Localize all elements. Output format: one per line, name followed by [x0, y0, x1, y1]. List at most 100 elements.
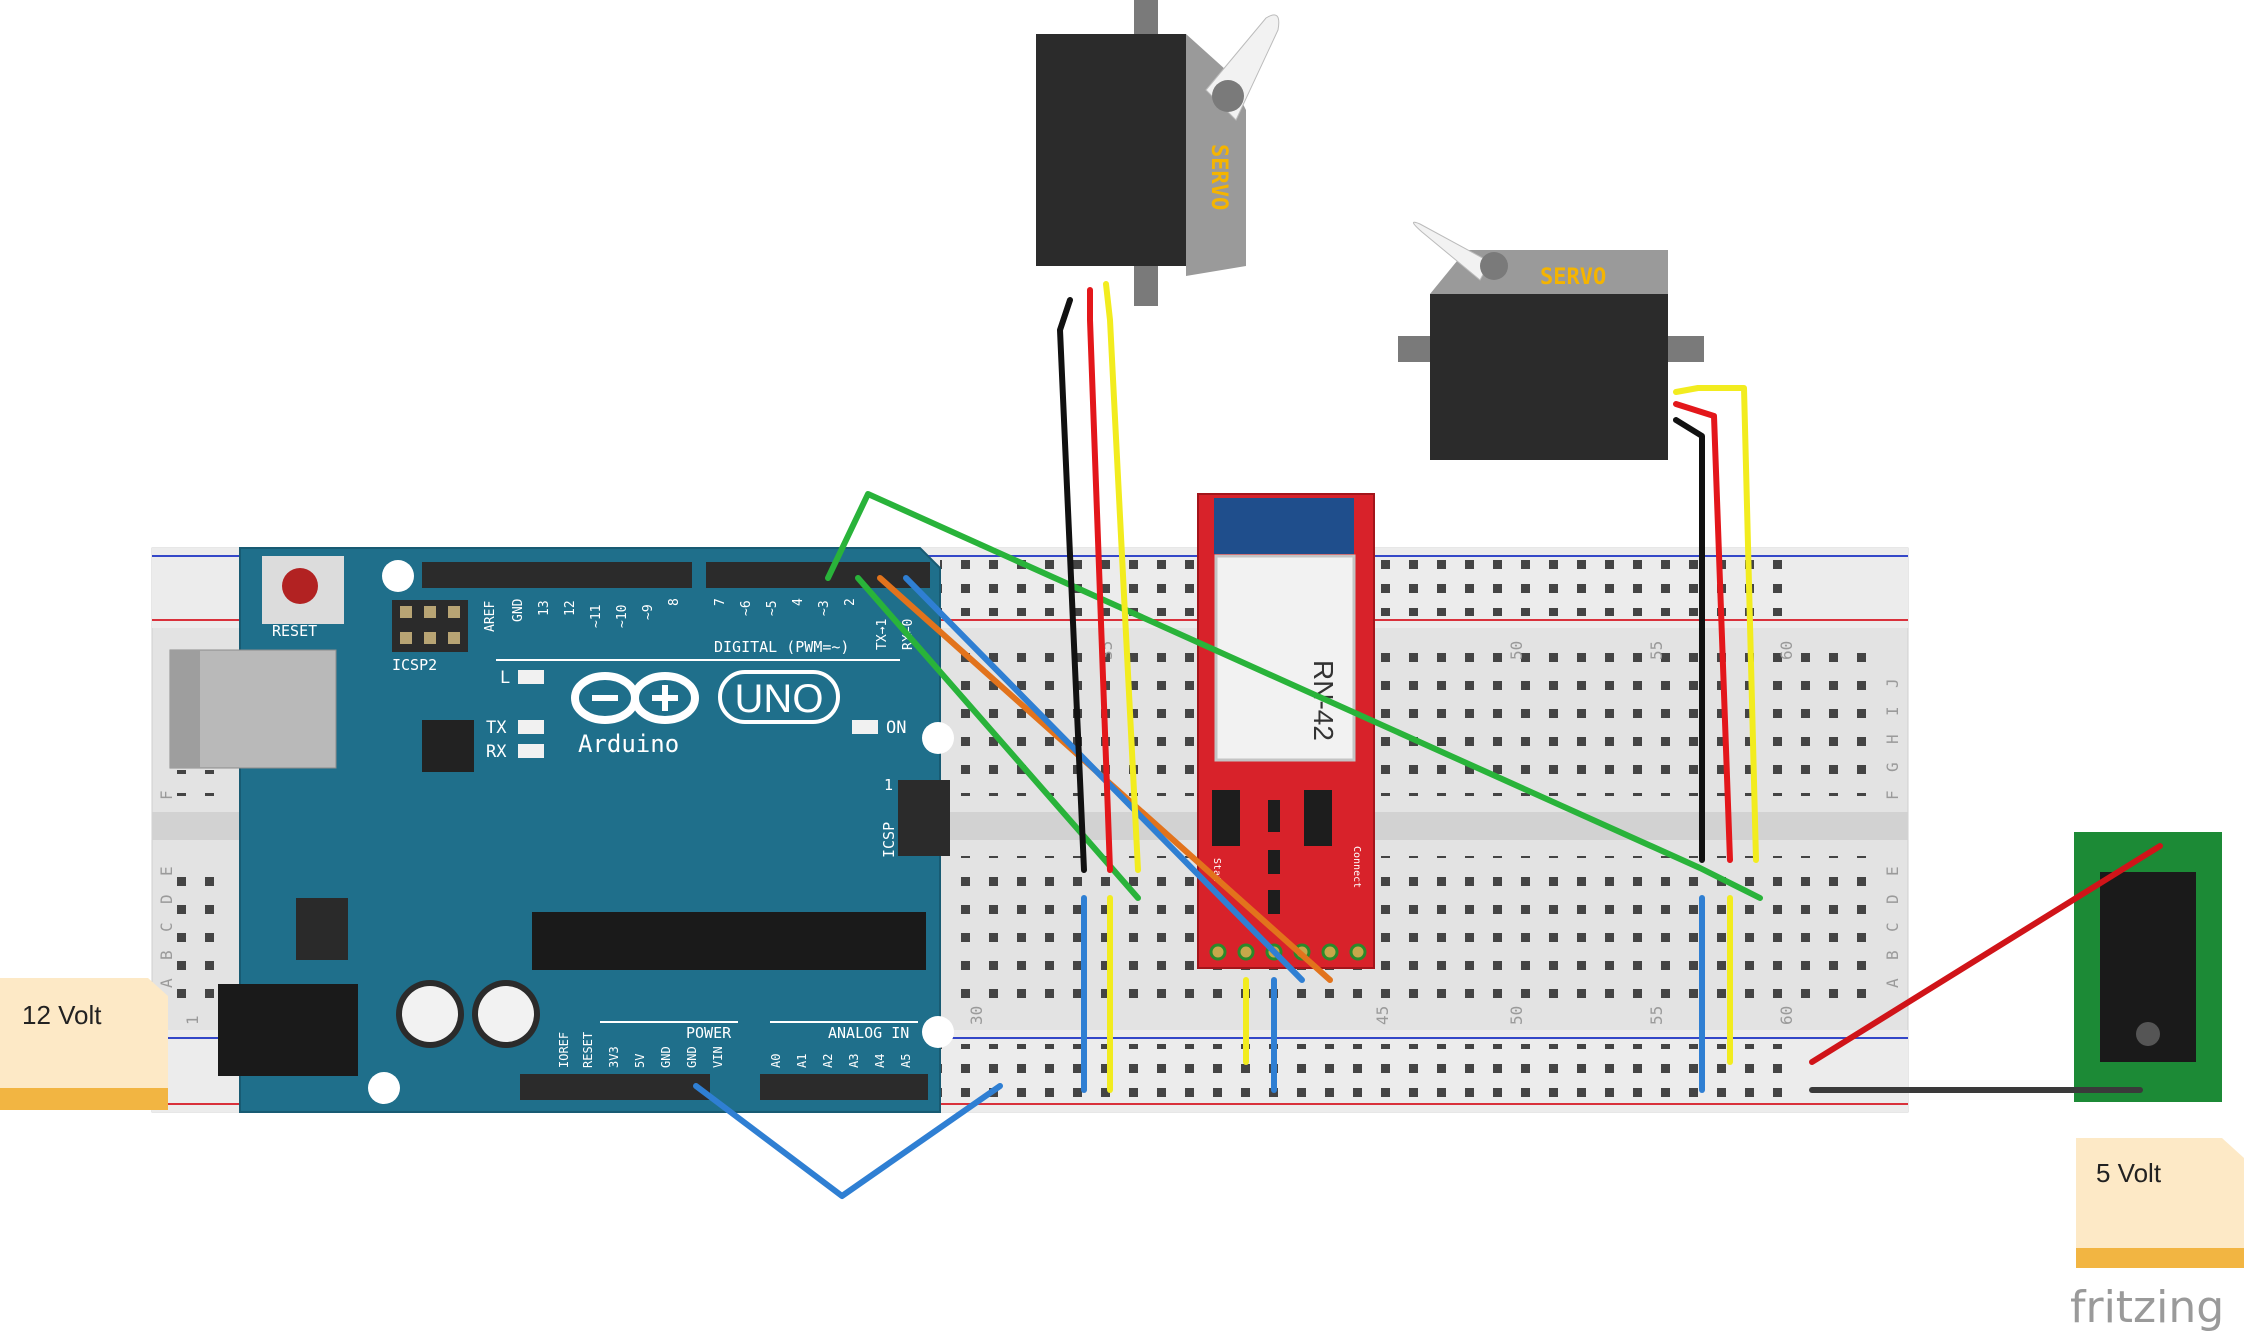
pin-label: 8 [667, 598, 682, 606]
row-letter: J [1883, 678, 1902, 688]
led-l [518, 670, 544, 684]
row-letter: E [157, 866, 176, 876]
row-letter: G [1883, 762, 1902, 772]
row-letter: F [1883, 790, 1902, 800]
servo-right-horn[interactable] [1413, 221, 1491, 281]
arduino-uno: RESET ICSP2 AREF GND 13 12 ~11 ~10 ~9 8 [169, 547, 954, 1113]
pin-label: A0 [769, 1054, 783, 1068]
led-l-label: L [500, 668, 510, 688]
pin-label: 13 [537, 600, 552, 616]
servo-top: SERVO [1036, 0, 1280, 306]
rn42-component [1268, 890, 1280, 914]
pin-label: 2 [843, 598, 858, 606]
pin-label: A3 [847, 1054, 861, 1068]
pin-label: TX→1 [875, 619, 890, 650]
icsp2-header [392, 600, 468, 652]
servo-right: SERVO [1398, 221, 1704, 460]
row-letter: H [1883, 734, 1902, 744]
header-power [520, 1074, 710, 1100]
rn42-component [1268, 850, 1280, 874]
bottom-terminal-holes [960, 856, 1880, 1002]
pin-label: IOREF [557, 1032, 571, 1068]
atmega-chip [532, 912, 926, 970]
row-letter: E [1883, 866, 1902, 876]
rn42-stat-label: Stat [1211, 858, 1222, 882]
pin-label: ~11 [589, 605, 604, 628]
left-side-holes-top [165, 770, 225, 796]
note-12v-paper [0, 978, 168, 1110]
fritzing-watermark: fritzing [2070, 1282, 2224, 1333]
row-letter: B [1883, 950, 1902, 960]
rn42-connect-label: Connect [1351, 846, 1362, 888]
rn42-component [1304, 790, 1332, 846]
header-digital-right [706, 562, 930, 588]
reset-button[interactable] [282, 568, 318, 604]
servo-top-label: SERVO [1206, 144, 1231, 210]
dc-jack [2074, 832, 2222, 1102]
voltage-regulator [296, 898, 348, 960]
left-side-holes-bottom [165, 858, 225, 1004]
uno-label: UNO [735, 677, 824, 721]
led-on [852, 720, 878, 734]
note-12v: 12 Volt [0, 978, 168, 1110]
servo-top-body [1036, 34, 1186, 266]
col-number: 55 [1647, 641, 1666, 660]
pin-label: ~9 [641, 604, 656, 620]
col-number: 30 [967, 1006, 986, 1025]
mounting-hole [922, 722, 954, 754]
pin-label: A5 [899, 1054, 913, 1068]
col-number: 50 [1507, 641, 1526, 660]
note-12v-text: 12 Volt [22, 1000, 102, 1030]
wire-green [825, 491, 1763, 901]
pin-label: GND [659, 1046, 673, 1068]
note-5v-text: 5 Volt [2096, 1158, 2162, 1188]
led-rx [518, 744, 544, 758]
pin-label: 3V3 [607, 1046, 621, 1068]
brand-label: Arduino [578, 730, 679, 758]
pin-label: 4 [791, 598, 806, 606]
pin-label: A2 [821, 1054, 835, 1068]
pin-label: A1 [795, 1054, 809, 1068]
chip-small [422, 720, 474, 772]
pin-label: ~10 [615, 605, 630, 628]
pin-label: AREF [483, 601, 498, 632]
bottom-rail-holes [940, 1044, 1800, 1098]
header-analog [760, 1074, 928, 1100]
note-5v: 5 Volt [2076, 1138, 2244, 1268]
reset-label: RESET [272, 622, 317, 640]
pin-label: ~6 [739, 600, 754, 616]
servo-right-body [1430, 294, 1668, 460]
row-letter: B [157, 950, 176, 960]
pin-label: GND [685, 1046, 699, 1068]
dc-jack-hole [2136, 1022, 2160, 1046]
wire-red [1809, 843, 2163, 1065]
rn42-antenna [1214, 498, 1354, 554]
wire-yellow [1103, 281, 1141, 873]
row-letter: F [157, 790, 176, 800]
row-letter: C [157, 922, 176, 932]
wires [693, 281, 2163, 1199]
pin-label: ~3 [817, 600, 832, 616]
wire-green [855, 575, 1141, 901]
pin-label: VIN [711, 1046, 725, 1068]
servo-top-shaft [1212, 80, 1244, 112]
uno-badge [718, 670, 840, 724]
capacitor [402, 986, 458, 1042]
wire-yellow [1673, 385, 1759, 863]
icsp2-label: ICSP2 [392, 656, 437, 674]
icsp-header [898, 780, 950, 856]
pin-label: 7 [713, 598, 728, 606]
wire-blue [693, 1083, 1003, 1199]
col-number: 55 [1647, 1006, 1666, 1025]
digital-label: DIGITAL (PWM=~) [714, 638, 849, 656]
pin-label: ~5 [765, 600, 780, 616]
led-on-label: ON [886, 718, 906, 738]
pin-label: 12 [563, 600, 578, 616]
wire-red [1087, 287, 1113, 873]
row-letter: A [1883, 978, 1902, 988]
rn42-component [1268, 800, 1280, 832]
row-letter: D [157, 894, 176, 904]
col-number: 45 [1373, 1006, 1392, 1025]
led-rx-label: RX [486, 742, 507, 762]
